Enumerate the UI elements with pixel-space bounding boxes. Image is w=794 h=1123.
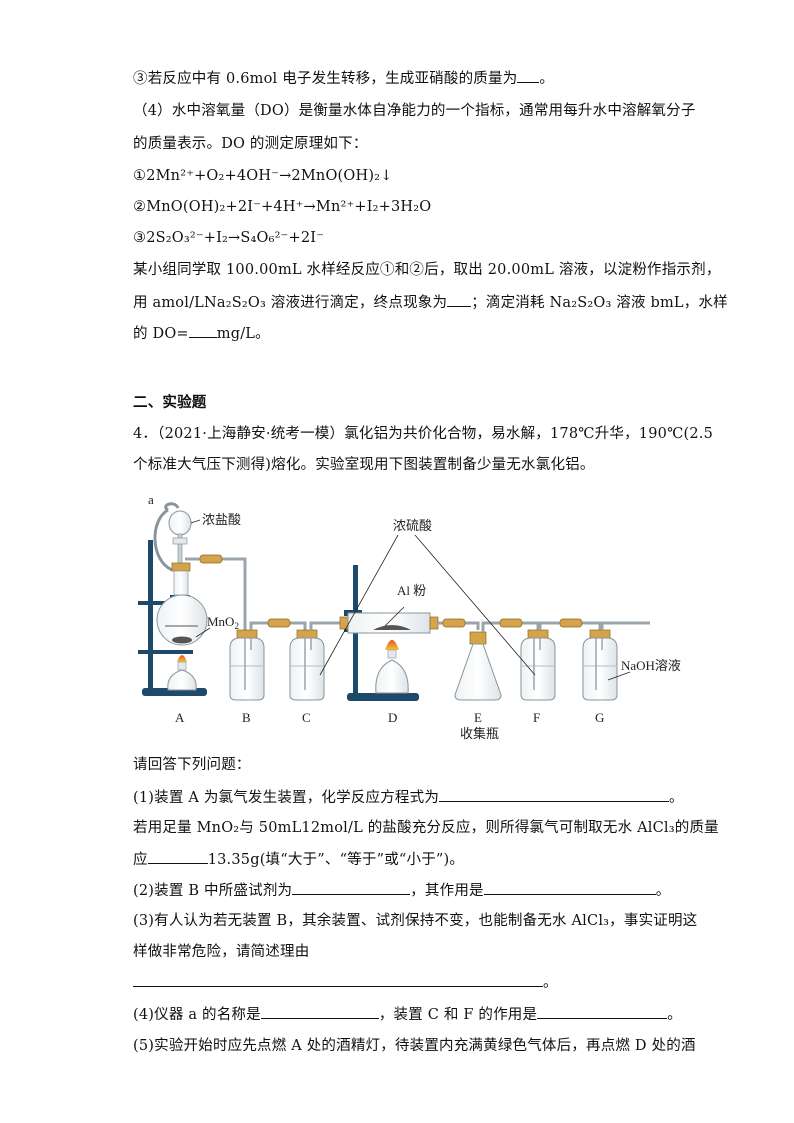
q4-intro-line2: 个标准大气压下测得)熔化。实验室现用下图装置制备少量无水氯化铝。: [133, 457, 595, 473]
svg-text:a: a: [148, 492, 154, 507]
q3-line3: 。: [133, 972, 558, 993]
q4-intro-line1: 4．（2021·上海静安·统考一模）氯化铝为共价化合物，易水解，178℃升华，1…: [133, 426, 714, 442]
purpose-blank[interactable]: [483, 880, 656, 895]
q5-line: (5)实验开始时应先点燃 A 处的酒精灯，待装置内充满黄绿色气体后，再点燃 D …: [133, 1038, 696, 1054]
q1-line1: (1)装置 A 为氯气发生装置，化学反应方程式为 。: [133, 787, 684, 808]
svg-text:C: C: [302, 710, 311, 725]
svg-text:G: G: [595, 710, 604, 725]
q2-start: (2)装置 B 中所盛试剂为: [133, 883, 293, 899]
questions-prompt: 请回答下列问题：: [133, 757, 251, 773]
instrument-name-blank[interactable]: [260, 1004, 379, 1019]
svg-text:Al 粉: Al 粉: [397, 583, 426, 598]
cf-purpose-blank[interactable]: [537, 1004, 668, 1019]
q1c-start: 应: [133, 852, 148, 868]
svg-text:D: D: [388, 710, 397, 725]
equation-3: ③2S₂O₃²⁻+I₂→S₄O₆²⁻+2I⁻: [133, 230, 325, 246]
titration-text: 用 amol/LNa₂S₂O₃ 溶液进行滴定，终点现象为: [133, 295, 448, 311]
do-value-blank[interactable]: [188, 323, 217, 338]
q2-line: (2)装置 B 中所盛试剂为 ，其作用是 。: [133, 880, 670, 901]
q1c-end: 13.35g(填“大于”、“等于”或“小于”)。: [207, 852, 465, 868]
q1-end: 。: [669, 790, 684, 806]
svg-text:浓硫酸: 浓硫酸: [393, 518, 432, 533]
endpoint-blank[interactable]: [447, 292, 472, 307]
q3-end: 。: [543, 975, 558, 991]
do-intro-line2: 的质量表示。DO 的测定原理如下：: [133, 136, 368, 152]
reagent-blank[interactable]: [292, 880, 411, 895]
reason-blank[interactable]: [133, 972, 543, 987]
q1-line2: 若用足量 MnO₂与 50mL12mol/L 的盐酸充分反应，则所得氯气可制取无…: [133, 820, 719, 836]
titration-text-2: ；滴定消耗 Na₂S₂O₃ 溶液 bmL，水样: [471, 295, 728, 311]
conical-flask-e: [454, 631, 502, 701]
comparison-blank[interactable]: [147, 849, 208, 864]
section-title: 二、实验题: [133, 394, 207, 411]
q1-line3: 应 13.35g(填“大于”、“等于”或“小于”)。: [133, 849, 464, 870]
svg-text:浓盐酸: 浓盐酸: [202, 512, 241, 527]
equation-1: ①2Mn²⁺+O₂+4OH⁻→2MnO(OH)₂↓: [133, 168, 393, 184]
svg-text:收集瓶: 收集瓶: [460, 726, 499, 740]
q3-line1: (3)有人认为若无装置 B，其余装置、试剂保持不变，也能制备无水 AlCl₃，事…: [133, 913, 698, 929]
apparatus-diagram: a 浓盐酸 MnO2 A: [130, 490, 700, 740]
equation-blank[interactable]: [439, 787, 670, 802]
svg-text:E: E: [474, 710, 482, 725]
gas-bottle-c: [289, 629, 325, 701]
svg-text:A: A: [175, 710, 185, 725]
do-label: 的 DO=: [133, 326, 189, 342]
q3-text: ③若反应中有 0.6mol 电子发生转移，生成亚硝酸的质量为: [133, 71, 518, 87]
q3-end: 。: [539, 71, 555, 87]
gas-bottle-g: [582, 629, 618, 701]
q4-line: (4)仪器 a 的名称是 ，装置 C 和 F 的作用是 。: [133, 1004, 682, 1025]
equation-2: ②MnO(OH)₂+2I⁻+4H⁺→Mn²⁺+I₂+3H₂O: [133, 199, 432, 215]
q4-end: 。: [667, 1007, 682, 1023]
gas-bottle-f: [520, 629, 556, 701]
q3-electron-transfer-line: ③若反应中有 0.6mol 电子发生转移，生成亚硝酸的质量为 。: [133, 68, 554, 89]
q4-start: (4)仪器 a 的名称是: [133, 1007, 261, 1023]
do-procedure-line3: 的 DO= mg/L。: [133, 323, 270, 344]
svg-text:F: F: [533, 710, 540, 725]
do-unit: mg/L。: [216, 326, 270, 342]
q3-line2: 样做非常危险，请简述理由: [133, 944, 310, 960]
svg-text:B: B: [242, 710, 251, 725]
gas-bottle-b: [229, 629, 265, 701]
answer-blank[interactable]: [517, 68, 540, 83]
do-intro-line1: （4）水中溶氧量（DO）是衡量水体自净能力的一个指标，通常用每升水中溶解氧分子: [133, 103, 696, 119]
q2-mid: ，其作用是: [410, 883, 484, 899]
q1-text: (1)装置 A 为氯气发生装置，化学反应方程式为: [133, 790, 440, 806]
do-procedure-line2: 用 amol/LNa₂S₂O₃ 溶液进行滴定，终点现象为 ；滴定消耗 Na₂S₂O…: [133, 292, 728, 313]
q4-mid: ，装置 C 和 F 的作用是: [378, 1007, 538, 1023]
q2-end: 。: [655, 883, 671, 899]
svg-text:MnO2: MnO2: [207, 614, 239, 631]
do-procedure-line1: 某小组同学取 100.00mL 水样经反应①和②后，取出 20.00mL 溶液，…: [133, 262, 721, 278]
svg-text:NaOH溶液: NaOH溶液: [621, 658, 681, 673]
